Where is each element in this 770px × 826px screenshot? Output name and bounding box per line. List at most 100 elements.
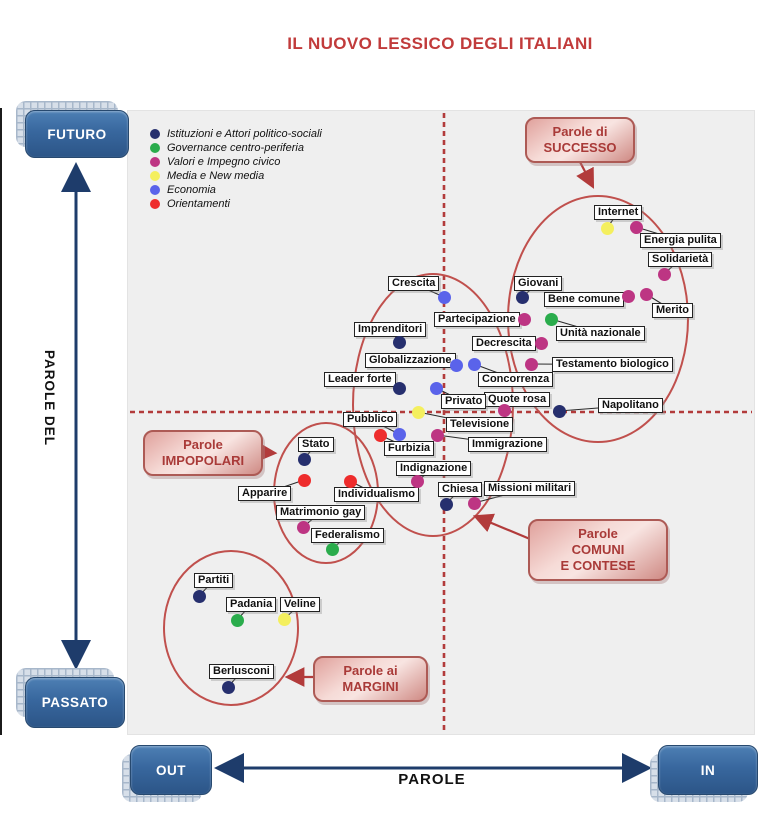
in-button: IN bbox=[650, 745, 758, 802]
word-label: Quote rosa bbox=[484, 392, 551, 407]
word-label: Berlusconi bbox=[209, 664, 274, 679]
data-point-dot bbox=[552, 404, 566, 418]
legend-color-dot bbox=[150, 199, 160, 209]
data-point-dot bbox=[392, 381, 406, 395]
word-label: Missioni militari bbox=[484, 481, 576, 496]
data-point-dot bbox=[411, 405, 425, 419]
word-label: Giovani bbox=[514, 276, 563, 291]
word-label: Pubblico bbox=[343, 412, 398, 427]
data-point-dot bbox=[230, 613, 244, 627]
legend-item: Governance centro-periferia bbox=[150, 141, 322, 155]
data-point-dot bbox=[410, 474, 424, 488]
data-point-dot bbox=[657, 267, 671, 281]
data-point-dot bbox=[277, 612, 291, 626]
word-label: Merito bbox=[652, 303, 693, 318]
legend: Istituzioni e Attori politico-sociali Go… bbox=[150, 127, 322, 211]
legend-label: Valori e Impegno civico bbox=[167, 156, 281, 168]
word-label: Padania bbox=[226, 597, 277, 612]
callout-line: Parole ai bbox=[343, 663, 398, 678]
word-label: Unità nazionale bbox=[556, 326, 645, 341]
legend-item: Media e New media bbox=[150, 169, 322, 183]
data-point-dot bbox=[429, 381, 443, 395]
legend-color-dot bbox=[150, 157, 160, 167]
plot-area: Istituzioni e Attori politico-sociali Go… bbox=[127, 110, 755, 735]
word-label: Testamento biologico bbox=[552, 357, 673, 372]
data-point-dot bbox=[439, 497, 453, 511]
data-point-dot bbox=[343, 474, 357, 488]
data-point-dot bbox=[392, 427, 406, 441]
data-point-dot bbox=[497, 403, 511, 417]
callout-line: SUCCESSO bbox=[543, 140, 617, 155]
word-label: Energia pulita bbox=[640, 233, 721, 248]
word-label: Bene comune bbox=[544, 292, 625, 307]
word-label: Matrimonio gay bbox=[276, 505, 366, 520]
data-point-dot bbox=[629, 220, 643, 234]
data-point-dot bbox=[373, 428, 387, 442]
legend-label: Governance centro-periferia bbox=[167, 142, 304, 154]
data-point-dot bbox=[534, 336, 548, 350]
word-label: Indignazione bbox=[396, 461, 472, 476]
word-label: Veline bbox=[280, 597, 320, 612]
in-label: IN bbox=[700, 762, 716, 778]
data-point-dot bbox=[297, 473, 311, 487]
word-label: Partiti bbox=[194, 573, 234, 588]
data-point-dot bbox=[621, 289, 635, 303]
word-label: Napolitano bbox=[598, 398, 663, 413]
data-point-dot bbox=[392, 335, 406, 349]
page-title: IL NUOVO LESSICO DEGLI ITALIANI bbox=[287, 34, 593, 53]
legend-color-dot bbox=[150, 129, 160, 139]
futuro-button: FUTURO bbox=[16, 101, 129, 158]
quadrant-dashed-lines bbox=[130, 113, 752, 732]
word-label: Apparire bbox=[238, 486, 292, 501]
callout-line: IMPOPOLARI bbox=[161, 453, 245, 468]
word-label: Concorrenza bbox=[478, 372, 554, 387]
word-label: Federalismo bbox=[311, 528, 384, 543]
data-point-dot bbox=[449, 358, 463, 372]
horizontal-axis-label: PAROLE bbox=[398, 771, 466, 788]
legend-label: Media e New media bbox=[167, 170, 265, 182]
data-point-dot bbox=[467, 357, 481, 371]
out-button: OUT bbox=[122, 745, 212, 802]
word-label: Leader forte bbox=[324, 372, 396, 387]
data-point-dot bbox=[437, 290, 451, 304]
data-point-dot bbox=[467, 496, 481, 510]
legend-label: Economia bbox=[167, 184, 216, 196]
legend-item: Orientamenti bbox=[150, 197, 322, 211]
legend-color-dot bbox=[150, 171, 160, 181]
callout-line: E CONTESE bbox=[560, 558, 636, 573]
legend-label: Istituzioni e Attori politico-sociali bbox=[167, 128, 322, 140]
word-label: Crescita bbox=[388, 276, 440, 291]
data-point-dot bbox=[221, 680, 235, 694]
word-label: Immigrazione bbox=[468, 437, 547, 452]
word-label: Globalizzazione bbox=[365, 353, 456, 368]
callout-line: Parole bbox=[183, 437, 223, 452]
legend-color-dot bbox=[150, 143, 160, 153]
data-point-dot bbox=[544, 312, 558, 326]
word-label: Chiesa bbox=[438, 482, 483, 497]
data-point-dot bbox=[524, 357, 538, 371]
data-point-dot bbox=[517, 312, 531, 326]
word-label: Partecipazione bbox=[434, 312, 520, 327]
word-label: Stato bbox=[298, 437, 334, 452]
callout-line: Parole di bbox=[552, 124, 608, 139]
data-point-dot bbox=[325, 542, 339, 556]
word-label: Imprenditori bbox=[354, 322, 427, 337]
word-label: Furbizia bbox=[384, 441, 435, 456]
vertical-axis-label: PAROLE DEL bbox=[42, 350, 57, 447]
word-label: Decrescita bbox=[472, 336, 536, 351]
passato-label: PASSATO bbox=[41, 695, 109, 710]
data-point-dot bbox=[296, 520, 310, 534]
data-point-dot bbox=[515, 290, 529, 304]
legend-item: Economia bbox=[150, 183, 322, 197]
out-label: OUT bbox=[156, 762, 186, 778]
data-point-dot bbox=[430, 428, 444, 442]
word-label: Privato bbox=[441, 394, 487, 409]
data-point-dot bbox=[297, 452, 311, 466]
left-border-line bbox=[0, 108, 2, 735]
futuro-label: FUTURO bbox=[47, 126, 107, 142]
